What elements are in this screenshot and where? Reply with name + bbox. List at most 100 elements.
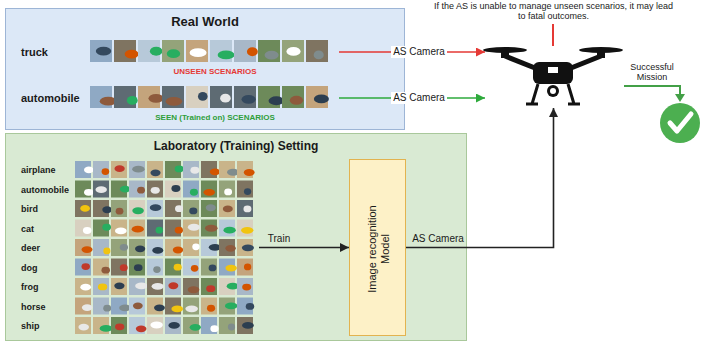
image-thumbnail <box>201 298 217 315</box>
thumbnail-object <box>96 47 111 56</box>
class-label: deer <box>21 239 40 259</box>
check-mark <box>670 114 691 131</box>
thumbnail-object <box>84 167 94 174</box>
thumbnail-ground <box>219 239 235 256</box>
image-thumbnail <box>75 239 93 256</box>
thumbnail-object <box>150 322 163 329</box>
thumbnail-object <box>223 206 233 213</box>
image-thumbnail <box>147 278 164 295</box>
arrow-label: AS Camera <box>391 92 447 104</box>
thumbnail-object <box>96 186 107 193</box>
thumbnail-ground <box>111 220 127 237</box>
thumbnail-ground <box>129 200 145 217</box>
thumbnail-ground <box>237 317 253 334</box>
image-thumbnail <box>93 317 112 334</box>
thumbnail-object <box>269 96 285 105</box>
thumbnail-object <box>115 228 127 235</box>
thumbnail-object <box>224 189 232 196</box>
drone-lens <box>550 88 556 94</box>
thumbnail-object <box>168 282 178 289</box>
thumbnail-object <box>247 47 258 56</box>
image-thumbnail <box>237 161 255 178</box>
thumbnail-object <box>189 207 197 214</box>
class-label: dog <box>21 259 38 279</box>
image-thumbnail <box>183 278 199 295</box>
image-thumbnail <box>237 298 254 315</box>
image-thumbnail <box>219 278 239 295</box>
image-thumbnail <box>306 40 328 62</box>
thumbnail-object <box>242 244 254 251</box>
thumbnail-ground <box>237 259 253 276</box>
image-thumbnail <box>210 40 235 62</box>
image-thumbnail <box>129 200 145 217</box>
image-thumbnail <box>165 317 181 334</box>
thumbnail-object <box>188 224 200 231</box>
thumbnail-ground <box>147 181 163 198</box>
image-thumbnail <box>129 220 145 237</box>
thumbnail-object <box>244 264 251 271</box>
image-thumbnail <box>183 317 201 334</box>
image-thumbnail <box>90 86 117 108</box>
thumbnail-ground <box>201 181 217 198</box>
class-label: horse <box>21 298 46 318</box>
thumbnail-ground <box>147 278 163 295</box>
model-label: Image recognition Model <box>364 194 394 304</box>
thumbnail-ground <box>219 317 235 334</box>
image-thumbnail <box>237 239 254 256</box>
image-thumbnail <box>75 181 93 198</box>
thumbnail-object <box>84 189 93 196</box>
thumbnail-ground <box>186 86 208 108</box>
thumbnail-ground <box>165 259 181 276</box>
thumbnail-object <box>190 167 199 174</box>
image-thumbnail <box>114 40 139 62</box>
thumbnail-object <box>154 304 165 311</box>
thumbnail-object <box>81 263 90 270</box>
thumbnail-ground <box>186 40 208 62</box>
image-thumbnail <box>165 181 181 198</box>
image-thumbnail <box>93 239 110 256</box>
thumbnail-object <box>242 322 254 329</box>
image-thumbnail <box>111 181 131 198</box>
arrow-label: AS Camera <box>391 46 447 58</box>
image-thumbnail <box>111 200 127 217</box>
drone-legs <box>526 84 580 104</box>
image-thumbnail <box>201 181 217 198</box>
thumbnail-object <box>265 51 279 60</box>
image-thumbnail <box>111 239 128 256</box>
image-thumbnail <box>219 181 235 198</box>
thumbnail-object <box>82 246 93 253</box>
image-thumbnail <box>147 317 163 334</box>
thumbnail-ground <box>237 181 253 198</box>
image-thumbnail <box>165 278 181 295</box>
image-thumbnail <box>237 220 253 237</box>
image-thumbnail <box>234 86 256 108</box>
thumbnail-ground <box>237 200 253 217</box>
thumbnail-ground <box>234 86 256 108</box>
image-thumbnail <box>93 161 109 178</box>
thumbnail-object <box>102 224 111 231</box>
thumbnail-object <box>185 305 198 312</box>
image-thumbnail <box>147 220 163 237</box>
image-thumbnail <box>237 278 253 295</box>
image-thumbnail <box>237 317 254 334</box>
thumbnail-ground <box>111 200 127 217</box>
thumbnail-object <box>244 169 255 176</box>
thumbnail-object <box>220 94 231 103</box>
thumbnail-ground <box>201 220 217 237</box>
success-arrowhead <box>675 94 685 102</box>
success-arrow <box>624 86 680 95</box>
drone-camera <box>547 85 559 97</box>
thumbnail-object <box>166 97 183 106</box>
image-thumbnail <box>219 161 239 178</box>
thumbnail-ground <box>93 278 109 295</box>
thumbnail-object <box>153 266 160 273</box>
thumbnail-object <box>127 96 138 105</box>
image-thumbnail <box>129 278 148 295</box>
image-thumbnail <box>219 220 236 237</box>
thumbnail-ground <box>306 40 328 62</box>
thumbnail-object <box>171 306 183 313</box>
image-thumbnail <box>282 40 304 62</box>
image-thumbnail <box>201 200 217 217</box>
image-thumbnail <box>111 161 127 178</box>
thumbnail-ground <box>111 259 127 276</box>
